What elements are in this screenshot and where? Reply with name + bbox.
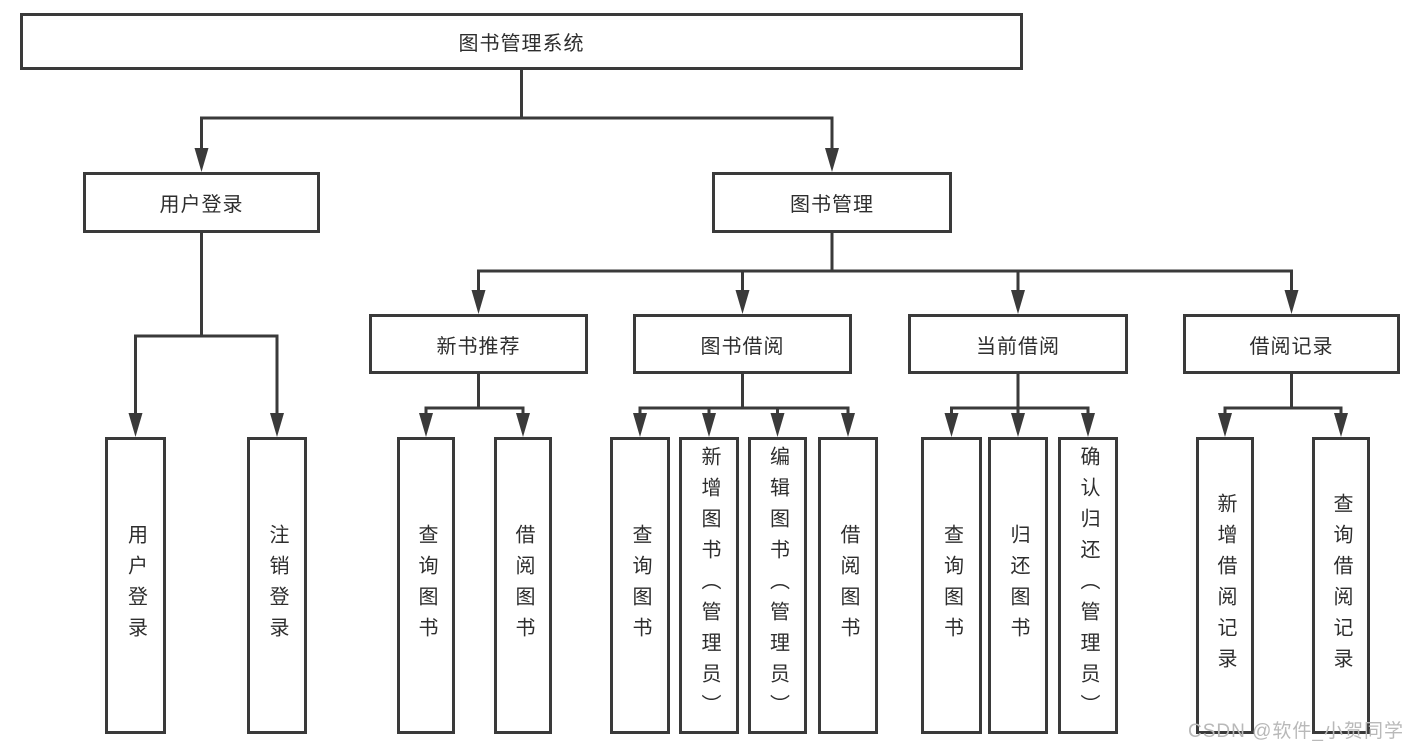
node-user-login-label: 用户登录 [159, 194, 244, 216]
leaf-query-books-current-label: 查询图书 [940, 523, 963, 648]
node-book-management-label: 图书管理 [790, 194, 874, 216]
leaf-add-borrow-record: 新增借阅记录 [1196, 437, 1254, 734]
leaf-add-books-admin: 新增图书（管理员） [679, 437, 739, 734]
node-book-management: 图书管理 [712, 172, 952, 233]
leaf-query-books-recommend-label: 查询图书 [415, 523, 437, 648]
node-new-book-recommend-label: 新书推荐 [436, 335, 521, 358]
leaf-user-login-label: 用户登录 [124, 523, 147, 648]
leaf-borrow-books-borrowing: 借阅图书 [818, 437, 878, 734]
node-current-borrowing-label: 当前借阅 [976, 335, 1060, 358]
leaf-query-books-borrowing: 查询图书 [610, 437, 670, 734]
leaf-user-login: 用户登录 [105, 437, 166, 734]
leaf-query-books-current: 查询图书 [921, 437, 982, 734]
node-library-system-label: 图书管理系统 [458, 33, 585, 55]
node-borrowing-records: 借阅记录 [1183, 314, 1400, 374]
leaf-confirm-return-admin: 确认归还（管理员） [1058, 437, 1118, 734]
node-book-borrowing: 图书借阅 [633, 314, 852, 374]
leaf-borrow-books-borrowing-label: 借阅图书 [837, 523, 859, 648]
node-current-borrowing: 当前借阅 [908, 314, 1128, 374]
leaf-edit-books-admin-label: 编辑图书（管理员） [766, 446, 789, 725]
leaf-logout: 注销登录 [247, 437, 307, 734]
leaf-borrow-books-recommend: 借阅图书 [494, 437, 552, 734]
leaf-add-borrow-record-label: 新增借阅记录 [1214, 492, 1236, 679]
leaf-logout-label: 注销登录 [266, 523, 288, 648]
node-borrowing-records-label: 借阅记录 [1249, 335, 1334, 358]
node-user-login: 用户登录 [83, 172, 320, 233]
leaf-query-borrow-record: 查询借阅记录 [1312, 437, 1370, 734]
csdn-watermark: CSDN @软件_小贺同学 [1188, 721, 1404, 742]
node-library-system: 图书管理系统 [20, 13, 1023, 70]
leaf-borrow-books-recommend-label: 借阅图书 [512, 523, 534, 648]
leaf-return-books: 归还图书 [988, 437, 1048, 734]
leaf-edit-books-admin: 编辑图书（管理员） [748, 437, 807, 734]
leaf-add-books-admin-label: 新增图书（管理员） [698, 446, 720, 725]
leaf-confirm-return-admin-label: 确认归还（管理员） [1077, 446, 1099, 725]
node-book-borrowing-label: 图书借阅 [700, 335, 785, 358]
leaf-query-books-borrowing-label: 查询图书 [629, 523, 651, 648]
leaf-query-books-recommend: 查询图书 [397, 437, 455, 734]
node-new-book-recommend: 新书推荐 [369, 314, 588, 374]
leaf-query-borrow-record-label: 查询借阅记录 [1330, 492, 1352, 679]
leaf-return-books-label: 归还图书 [1007, 523, 1029, 648]
